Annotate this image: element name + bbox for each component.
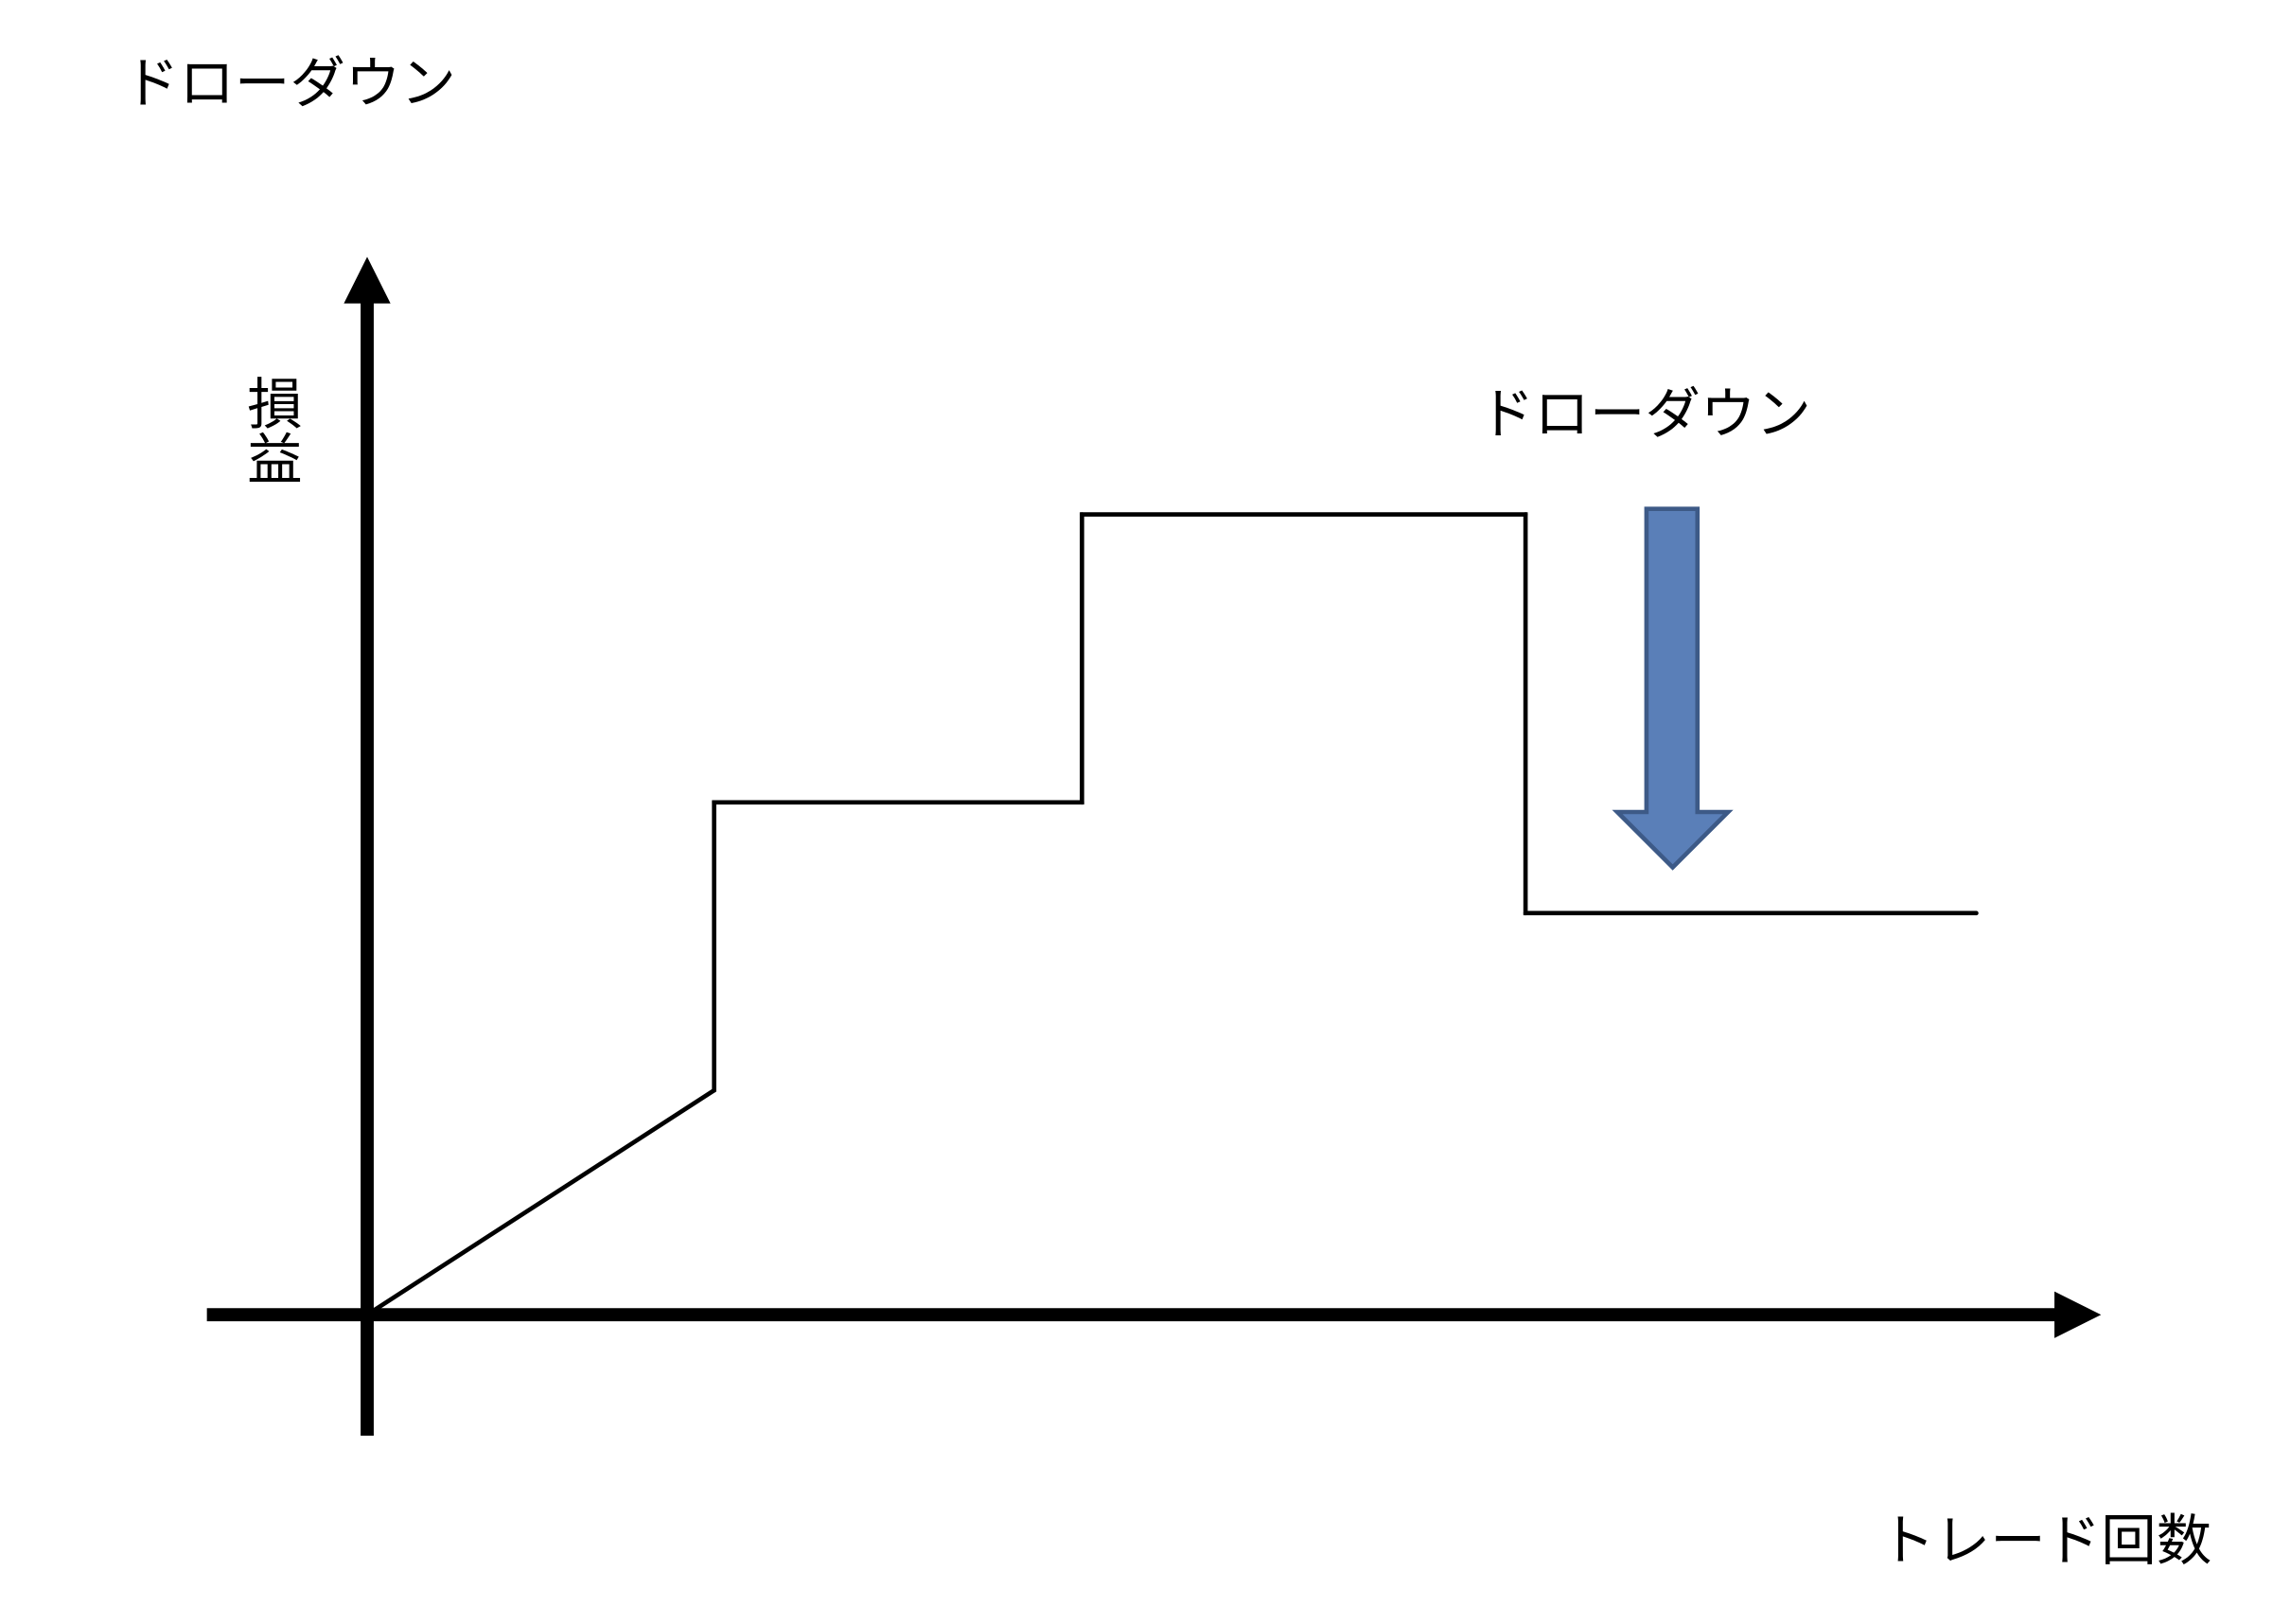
line-vertex bbox=[1974, 910, 1979, 916]
line-vertex bbox=[1080, 800, 1084, 805]
diagram-title: ドローダウン bbox=[124, 51, 456, 115]
x-axis-label: トレード回数 bbox=[1879, 1509, 2211, 1573]
line-vertex bbox=[712, 1087, 716, 1093]
line-vertex bbox=[1080, 512, 1084, 517]
x-axis-arrowhead bbox=[2054, 1291, 2102, 1338]
line-vertex bbox=[369, 1309, 374, 1315]
line-vertex bbox=[1523, 910, 1528, 916]
line-vertex bbox=[712, 800, 716, 805]
y-axis-arrowhead bbox=[344, 256, 391, 304]
pnl-step-line bbox=[370, 512, 1977, 1315]
drawdown-down-arrow-icon bbox=[1612, 506, 1734, 871]
drawdown-annotation: ドローダウン bbox=[1479, 382, 1811, 447]
y-axis-label: 損益 bbox=[238, 375, 302, 485]
line-vertex bbox=[1523, 512, 1528, 517]
